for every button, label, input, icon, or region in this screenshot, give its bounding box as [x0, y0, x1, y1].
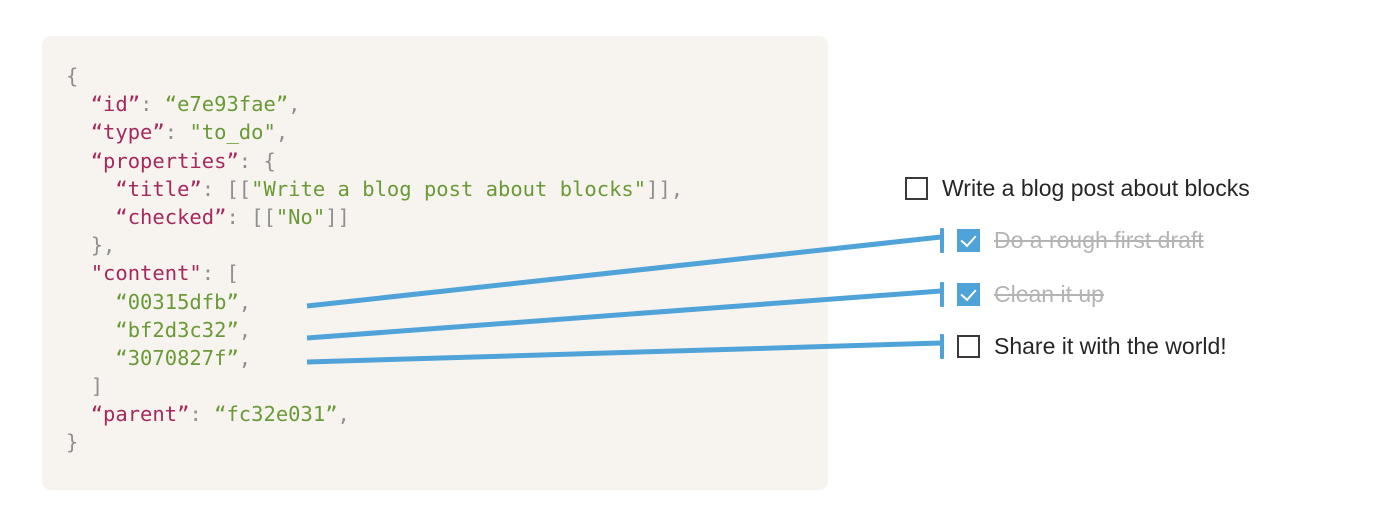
code-line: “3070827f”, [66, 344, 683, 372]
code-token-str: “fc32e031” [214, 402, 338, 427]
code-token-punc: , [288, 92, 301, 117]
json-code-panel: { “id”: “e7e93fae”, “type”: "to_do", “pr… [42, 36, 828, 490]
code-line: “id”: “e7e93fae”, [66, 90, 683, 118]
code-line: “checked”: [["No"]] [66, 203, 683, 231]
code-token-punc: ] [90, 374, 104, 399]
checkbox-unchecked-icon[interactable] [905, 176, 928, 200]
code-token-key: "content" [90, 261, 202, 286]
code-line: “00315dfb”, [66, 288, 683, 316]
code-token-punc: : [140, 92, 165, 117]
connector-endpoint-tick [940, 228, 944, 253]
code-token-punc: , [275, 120, 289, 145]
code-token-str: "No" [275, 204, 326, 229]
code-token-key: “type” [90, 120, 165, 145]
todo-item-label[interactable]: Clean it up [994, 280, 1104, 307]
code-token-punc: { [66, 64, 79, 88]
code-token-punc: , [238, 289, 252, 314]
checkbox-unchecked-icon[interactable] [957, 334, 980, 358]
todo-item-label[interactable]: Do a rough first draft [994, 226, 1204, 253]
code-line: }, [66, 231, 683, 259]
code-line: "content": [ [66, 259, 683, 287]
code-token-punc: , [337, 402, 350, 427]
code-token-str: “bf2d3c32” [115, 317, 239, 342]
code-token-key: “checked” [115, 204, 227, 229]
code-line: { [66, 62, 683, 90]
todo-item[interactable]: Do a rough first draft [905, 222, 1204, 258]
code-token-punc: : [[ [201, 176, 252, 201]
code-line: “bf2d3c32”, [66, 316, 683, 344]
code-token-str: “3070827f” [115, 345, 239, 370]
todo-item[interactable]: Write a blog post about blocks [905, 170, 1250, 206]
todo-item-label[interactable]: Write a blog post about blocks [942, 174, 1250, 201]
todo-item-label[interactable]: Share it with the world! [994, 332, 1227, 359]
code-line: } [66, 428, 683, 456]
connector-endpoint-tick [940, 282, 944, 307]
code-token-punc: : { [238, 148, 276, 173]
code-line: “type”: "to_do", [66, 118, 683, 146]
todo-item[interactable]: Share it with the world! [905, 328, 1227, 364]
checkbox-checked-icon[interactable] [957, 282, 980, 306]
code-token-punc: : [ [201, 261, 239, 286]
checkbox-checked-icon[interactable] [957, 228, 980, 252]
code-token-punc: : [164, 120, 190, 145]
todo-item[interactable]: Clean it up [905, 276, 1104, 312]
code-token-str: "Write a blog post about blocks" [251, 176, 647, 201]
code-token-key: “title” [115, 176, 202, 201]
code-token-key: “parent” [90, 402, 190, 427]
code-line: ] [66, 372, 683, 400]
code-token-key: “properties” [90, 148, 239, 173]
code-token-punc: : [189, 402, 215, 427]
code-token-str: “e7e93fae” [164, 92, 289, 117]
code-line: “properties”: { [66, 147, 683, 175]
code-token-punc: : [[ [226, 204, 276, 229]
code-token-punc: ]] [325, 204, 350, 229]
code-token-key: “id” [90, 92, 141, 117]
code-token-str: "to_do" [189, 120, 276, 145]
code-line: “title”: [["Write a blog post about bloc… [66, 175, 683, 203]
json-code-listing: { “id”: “e7e93fae”, “type”: "to_do", “pr… [66, 62, 683, 457]
connector-endpoint-tick [940, 334, 944, 359]
code-token-str: “00315dfb” [115, 289, 239, 314]
code-token-punc: }, [90, 233, 116, 258]
code-token-punc: ]], [646, 176, 684, 201]
code-line: “parent”: “fc32e031”, [66, 400, 683, 428]
code-token-punc: , [238, 317, 252, 342]
code-token-punc: , [238, 345, 252, 370]
code-token-punc: } [66, 430, 79, 455]
